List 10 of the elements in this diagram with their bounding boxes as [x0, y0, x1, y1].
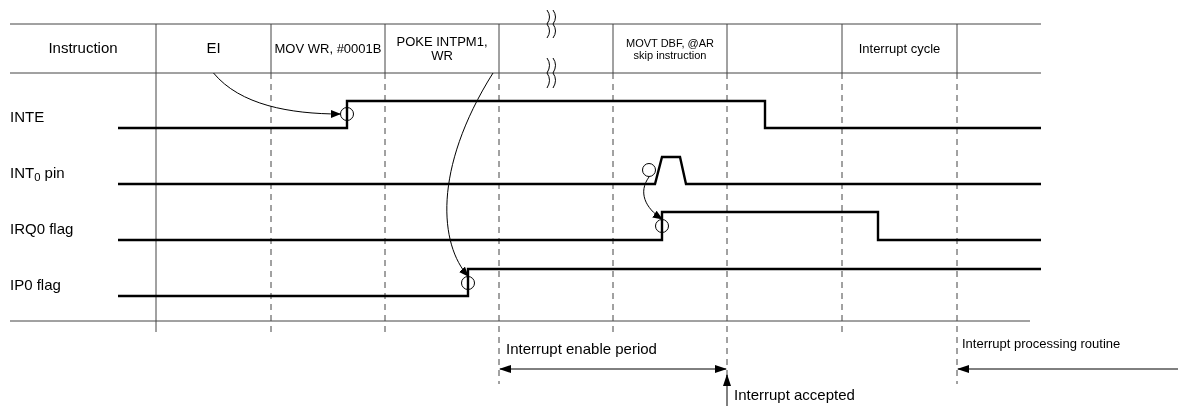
signal-label: Interrupt processing routine — [962, 337, 1121, 351]
arrow — [446, 72, 494, 277]
arrow — [213, 72, 341, 118]
column-heading: EI — [205, 38, 222, 59]
arrow — [643, 176, 663, 220]
column-heading: Instruction — [47, 38, 119, 59]
column-heading: Interrupt cycle — [857, 41, 942, 56]
column-heading: MOV WR, #0001B — [273, 41, 383, 56]
column-heading: POKE INTPM1, WR — [395, 34, 489, 63]
column-heading: MOVT DBF, @AR skip instruction — [625, 36, 715, 61]
